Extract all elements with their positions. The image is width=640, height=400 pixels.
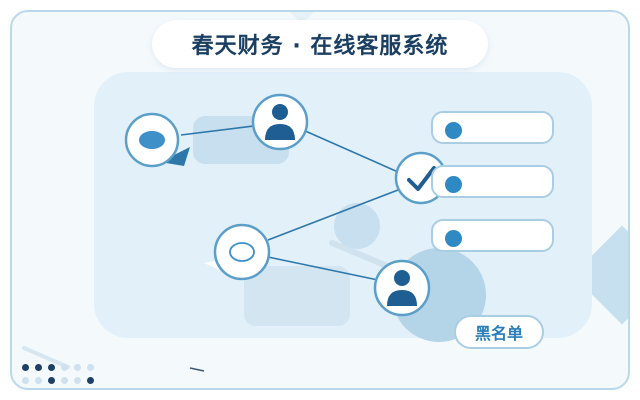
user-node-top-ring bbox=[251, 93, 309, 151]
user-node-bottom bbox=[373, 259, 431, 317]
check-icon bbox=[407, 166, 436, 191]
title-banner: 春天财务 · 在线客服系统 bbox=[152, 20, 488, 68]
decorative-dot-grid bbox=[22, 364, 94, 384]
decorative-stroke bbox=[329, 240, 395, 271]
decorative-stroke-corner bbox=[22, 346, 70, 369]
decorative-tick bbox=[189, 367, 205, 372]
option-card-2[interactable] bbox=[431, 165, 554, 198]
chat-bubble-outline-icon bbox=[229, 242, 255, 262]
chat-bubble-icon bbox=[139, 131, 165, 149]
option-card-3[interactable] bbox=[431, 219, 554, 252]
blacklist-button-label: 黑名单 bbox=[474, 324, 523, 343]
option-card-1[interactable] bbox=[431, 111, 554, 144]
user-node-bottom-ring bbox=[373, 259, 431, 317]
page-title: 春天财务 · 在线客服系统 bbox=[191, 34, 449, 59]
blacklist-button[interactable]: 黑名单 bbox=[454, 315, 544, 349]
chat-node-filled bbox=[124, 112, 190, 168]
user-node-top bbox=[251, 93, 309, 151]
link-user-top-to-hub bbox=[302, 129, 399, 173]
link-chat-outline-to-hub bbox=[267, 189, 399, 241]
decorative-rect-bottom bbox=[244, 266, 350, 326]
chat-node-outline bbox=[204, 223, 271, 281]
option-dot-icon bbox=[445, 122, 462, 139]
link-chat-outline-to-user-bottom bbox=[267, 256, 379, 281]
user-avatar-icon bbox=[265, 104, 295, 140]
decorative-circle-small bbox=[334, 203, 380, 249]
option-dot-icon bbox=[445, 230, 462, 247]
option-dot-icon bbox=[445, 176, 462, 193]
user-avatar-icon bbox=[387, 270, 417, 306]
